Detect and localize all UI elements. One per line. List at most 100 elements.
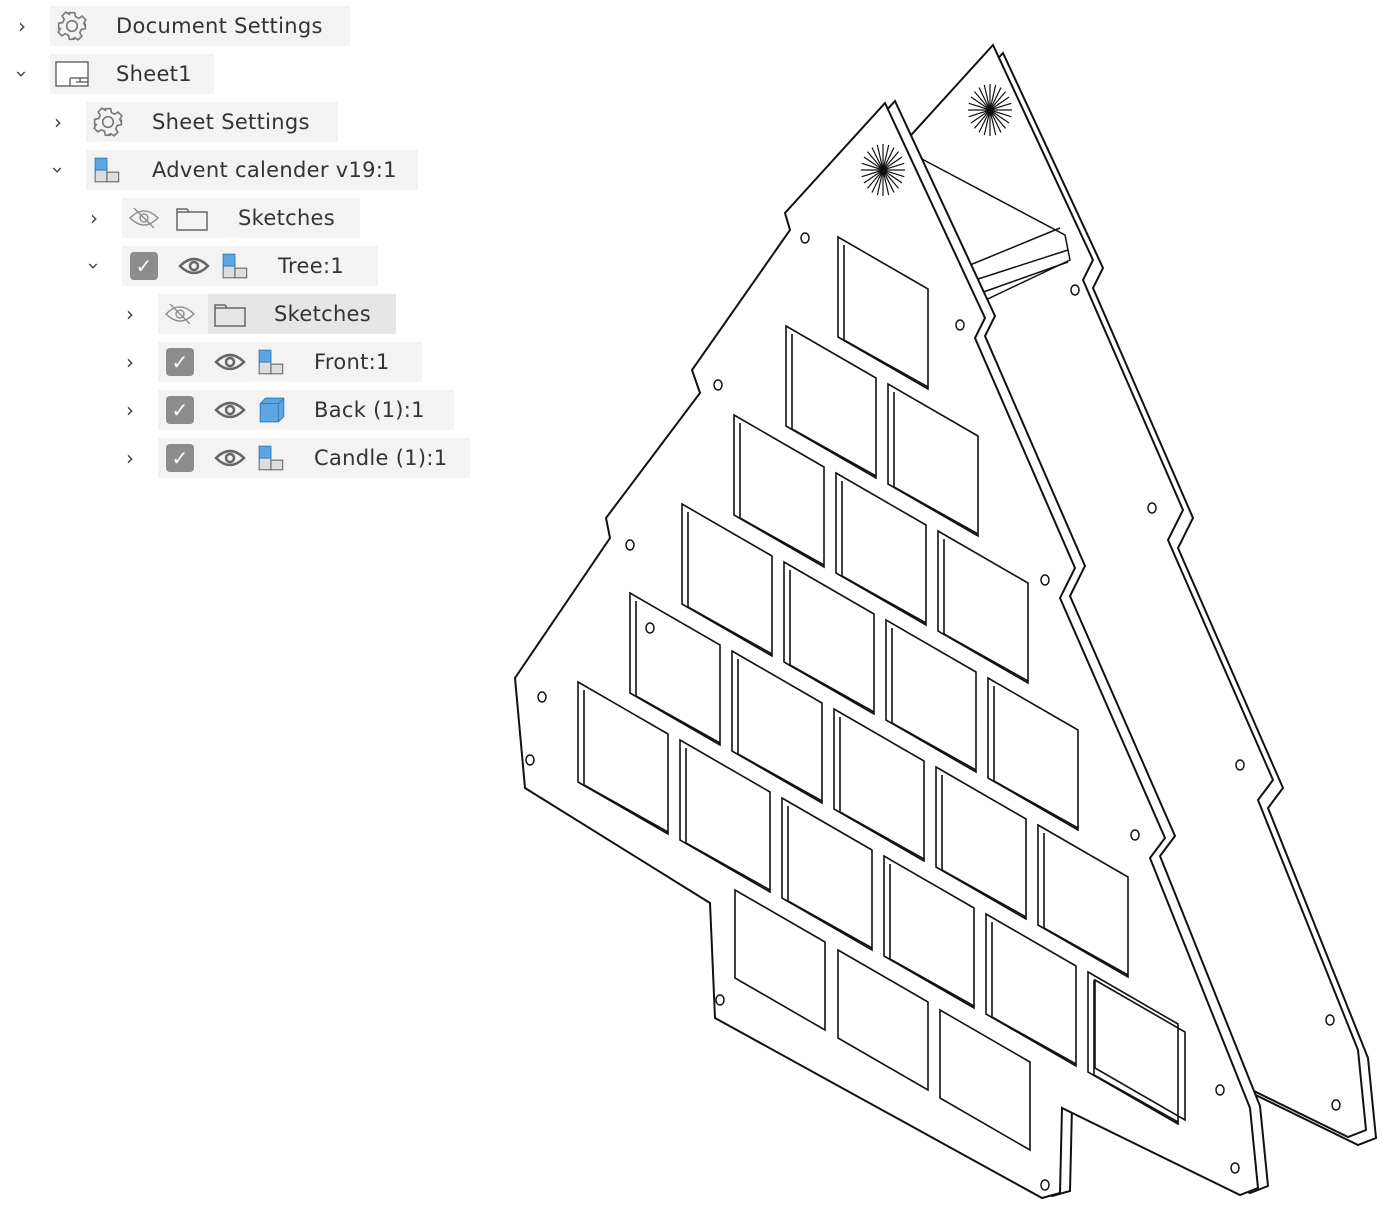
tree-item-sketches[interactable]: Sketches <box>122 198 360 238</box>
snowflake-ray <box>882 169 905 178</box>
checkmark-icon: ✓ <box>130 252 158 280</box>
snowflake-ray <box>970 96 991 111</box>
gear-icon <box>90 104 126 140</box>
checkmark-icon: ✓ <box>166 396 194 424</box>
tree-item-label: Sketches <box>238 206 336 230</box>
tree-item-sheet1[interactable]: Sheet1 <box>50 54 214 94</box>
expand-chevron-icon[interactable]: › <box>18 14 26 38</box>
tree-item-label: Candle (1):1 <box>314 446 448 470</box>
window-opening <box>629 591 721 747</box>
mounting-hole <box>1215 1084 1225 1096</box>
collapse-chevron-icon[interactable]: › <box>10 70 34 78</box>
snowflake-ray <box>968 109 991 118</box>
tree-item-tree[interactable]: ✓ Tree:1 <box>122 246 378 286</box>
snowflake-ray <box>989 109 1002 133</box>
mounting-hole <box>955 319 965 331</box>
collapse-chevron-icon[interactable]: › <box>82 262 106 270</box>
snowflake-ray <box>863 169 884 184</box>
snowflake-ray <box>970 109 991 124</box>
expand-chevron-icon[interactable]: › <box>54 110 62 134</box>
tree-item-label: Tree:1 <box>278 254 344 278</box>
window-inner-edge <box>1093 980 1179 1123</box>
mounting-hole <box>1040 574 1050 586</box>
expand-chevron-icon[interactable]: › <box>126 446 134 470</box>
snowflake-ray <box>882 169 900 189</box>
window-inner-edge <box>635 601 721 744</box>
eye-icon[interactable] <box>176 248 212 284</box>
window-inner-edge <box>687 512 773 655</box>
window-inner-edge <box>685 748 771 891</box>
snowflake-ray <box>882 147 895 171</box>
expand-chevron-icon[interactable]: › <box>126 398 134 422</box>
snowflake-ray <box>866 151 884 171</box>
window-opening <box>837 235 929 391</box>
tree-item-back[interactable]: ✓ Back (1):1 <box>158 390 454 430</box>
snowflake-ray <box>973 91 991 111</box>
checkmark-icon: ✓ <box>166 444 194 472</box>
snowflake-ray <box>882 156 903 171</box>
eye-icon[interactable] <box>212 344 248 380</box>
door-windows <box>577 235 1186 1152</box>
tree-item-candle[interactable]: ✓ Candle (1):1 <box>158 438 470 478</box>
mounting-hole <box>645 622 655 634</box>
expand-chevron-icon[interactable]: › <box>90 206 98 230</box>
snowflake-ray <box>882 151 900 171</box>
window-inner-edge <box>943 539 1029 682</box>
eye-icon[interactable] <box>212 392 248 428</box>
tree-item-front[interactable]: ✓ Front:1 <box>158 342 422 382</box>
window-inner-edge <box>893 392 979 535</box>
component-icon <box>254 440 290 476</box>
snowflake-ray <box>989 87 1002 111</box>
snowflake-ray <box>989 102 1012 111</box>
sheet-icon <box>54 56 90 92</box>
mounting-hole <box>1130 829 1140 841</box>
window-inner-edge <box>889 864 975 1007</box>
window-opening <box>783 560 875 716</box>
tree-item-sketches-tree[interactable]: Sketches <box>208 294 396 334</box>
tree-item-advent-calender[interactable]: Advent calender v19:1 <box>86 150 418 190</box>
checkmark-icon: ✓ <box>166 348 194 376</box>
mounting-hole <box>525 754 535 766</box>
mounting-hole <box>537 691 547 703</box>
checkbox[interactable]: ✓ <box>162 440 198 476</box>
snowflake-ray <box>882 169 890 196</box>
window-opening <box>939 1008 1031 1152</box>
snowflake-ray <box>866 169 884 189</box>
window-opening <box>679 738 771 894</box>
expand-chevron-icon[interactable]: › <box>126 350 134 374</box>
snowflake-ray <box>876 169 884 196</box>
checkbox[interactable]: ✓ <box>162 392 198 428</box>
window-inner-edge <box>737 659 823 802</box>
expand-chevron-icon[interactable]: › <box>126 302 134 326</box>
tree-item-label: Front:1 <box>314 350 390 374</box>
tree-item-sheet-settings[interactable]: Sheet Settings <box>86 102 338 142</box>
tree-item-document-settings[interactable]: Document Settings <box>50 6 350 46</box>
eye-icon[interactable] <box>212 440 248 476</box>
snowflake-ray <box>989 109 1007 129</box>
folder-icon <box>174 200 210 236</box>
window-opening <box>887 382 979 538</box>
checkbox[interactable]: ✓ <box>126 248 162 284</box>
snowflake-ray <box>989 96 1010 111</box>
snowflake-ray <box>882 144 890 171</box>
window-inner-edge <box>739 423 825 566</box>
window-inner-edge <box>1043 833 1129 976</box>
collapse-chevron-icon[interactable]: › <box>46 166 70 174</box>
mounting-hole <box>715 994 725 1006</box>
checkbox[interactable]: ✓ <box>162 344 198 380</box>
snowflake-ray <box>973 109 991 129</box>
window-opening <box>987 676 1079 832</box>
eye-hidden-icon[interactable] <box>126 200 162 236</box>
mounting-hole <box>1147 502 1157 514</box>
body-icon <box>254 392 290 428</box>
window-inner-edge <box>789 570 875 713</box>
snowflake-ray <box>861 162 884 171</box>
folder-icon <box>212 296 248 332</box>
drawing-view-advent-calendar[interactable] <box>500 30 1380 1214</box>
snowflake-ray <box>863 156 884 171</box>
component-icon <box>218 248 254 284</box>
eye-hidden-icon[interactable] <box>162 296 198 332</box>
snowflake-ray <box>983 109 991 136</box>
component-icon <box>90 152 126 188</box>
tree-item-label: Back (1):1 <box>314 398 425 422</box>
